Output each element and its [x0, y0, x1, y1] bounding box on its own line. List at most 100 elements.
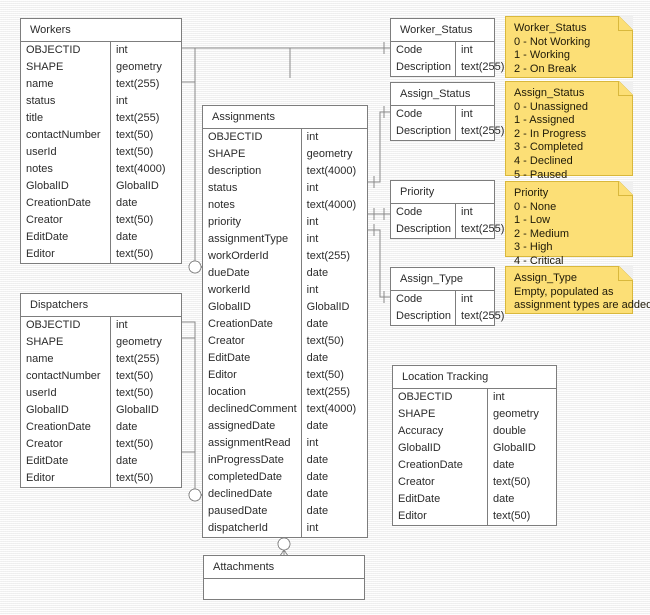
attribute-type: date: [306, 420, 329, 432]
attribute-type: int: [461, 206, 473, 218]
attribute-type: geometry: [306, 148, 353, 160]
attribute-type: text(255): [461, 125, 505, 137]
attribute-name: assignmentType: [203, 231, 302, 248]
attribute-name: assignedDate: [203, 418, 302, 435]
note-line: 4 - Critical: [514, 254, 564, 267]
attribute-name: CreationDate: [203, 316, 302, 333]
attribute-name: Code: [391, 291, 457, 308]
entity-title: Workers: [21, 19, 181, 42]
attribute-name: contactNumber: [21, 368, 111, 385]
entity-title: Attachments: [204, 556, 364, 579]
entity-title: Worker_Status: [391, 19, 494, 42]
attribute-row: inProgressDate date: [203, 452, 367, 469]
attribute-name: notes: [203, 197, 302, 214]
attribute-name: workOrderId: [203, 248, 302, 265]
entity-attachments[interactable]: Attachments: [203, 555, 365, 600]
attribute-type: int: [306, 284, 319, 296]
attribute-type: int: [461, 293, 473, 305]
attribute-type: GlobalID: [493, 442, 536, 454]
note-line: Worker_Status: [514, 22, 587, 34]
attribute-type: text(50): [116, 129, 154, 141]
attribute-name: declinedComment: [203, 401, 302, 418]
attribute-type: int: [461, 44, 473, 56]
attribute-type: text(50): [116, 214, 154, 226]
conn-assign-status: [368, 111, 390, 183]
attribute-name: priority: [203, 214, 302, 231]
attribute-name: name: [21, 351, 111, 368]
attribute-type: GlobalID: [116, 180, 159, 192]
note-line: Assign_Status: [514, 87, 585, 99]
note-line: 1 - Assigned: [514, 114, 575, 127]
attribute-type: date: [306, 488, 329, 500]
attribute-name: EditDate: [393, 491, 488, 508]
attribute-type: int: [461, 108, 473, 120]
attribute-type: text(50): [116, 438, 154, 450]
attribute-name: Description: [391, 123, 457, 140]
attribute-name: Code: [391, 204, 457, 221]
note-line: 4 - Declined: [514, 154, 573, 167]
attribute-type: text(255): [461, 61, 505, 73]
attribute-name: status: [21, 93, 111, 110]
note-line: 3 - Completed: [514, 141, 584, 154]
note-line: 2 - Medium: [514, 227, 570, 240]
conn-assign-type: [368, 229, 390, 298]
attribute-type: text(255): [116, 112, 160, 124]
attribute-type: date: [116, 455, 138, 467]
attribute-name: OBJECTID: [203, 129, 302, 146]
entity-title: Priority: [391, 181, 494, 204]
note-line: 5 - Paused: [514, 168, 568, 181]
note-line: 0 - None: [514, 200, 557, 213]
attribute-name: OBJECTID: [21, 317, 111, 334]
attribute-type: int: [306, 522, 319, 534]
attribute-name: Editor: [21, 470, 111, 487]
attribute-name: CreationDate: [21, 195, 111, 212]
attribute-type: text(4000): [116, 163, 166, 175]
attribute-type: date: [306, 454, 329, 466]
attribute-type: int: [306, 182, 319, 194]
attribute-name: EditDate: [21, 453, 111, 470]
attribute-type: GlobalID: [306, 301, 350, 313]
attribute-name: declinedDate: [203, 486, 302, 503]
note-fold-corner-icon: [618, 16, 633, 31]
attribute-name: inProgressDate: [203, 452, 302, 469]
attribute-type: date: [116, 231, 138, 243]
attribute-type: text(255): [306, 386, 351, 398]
